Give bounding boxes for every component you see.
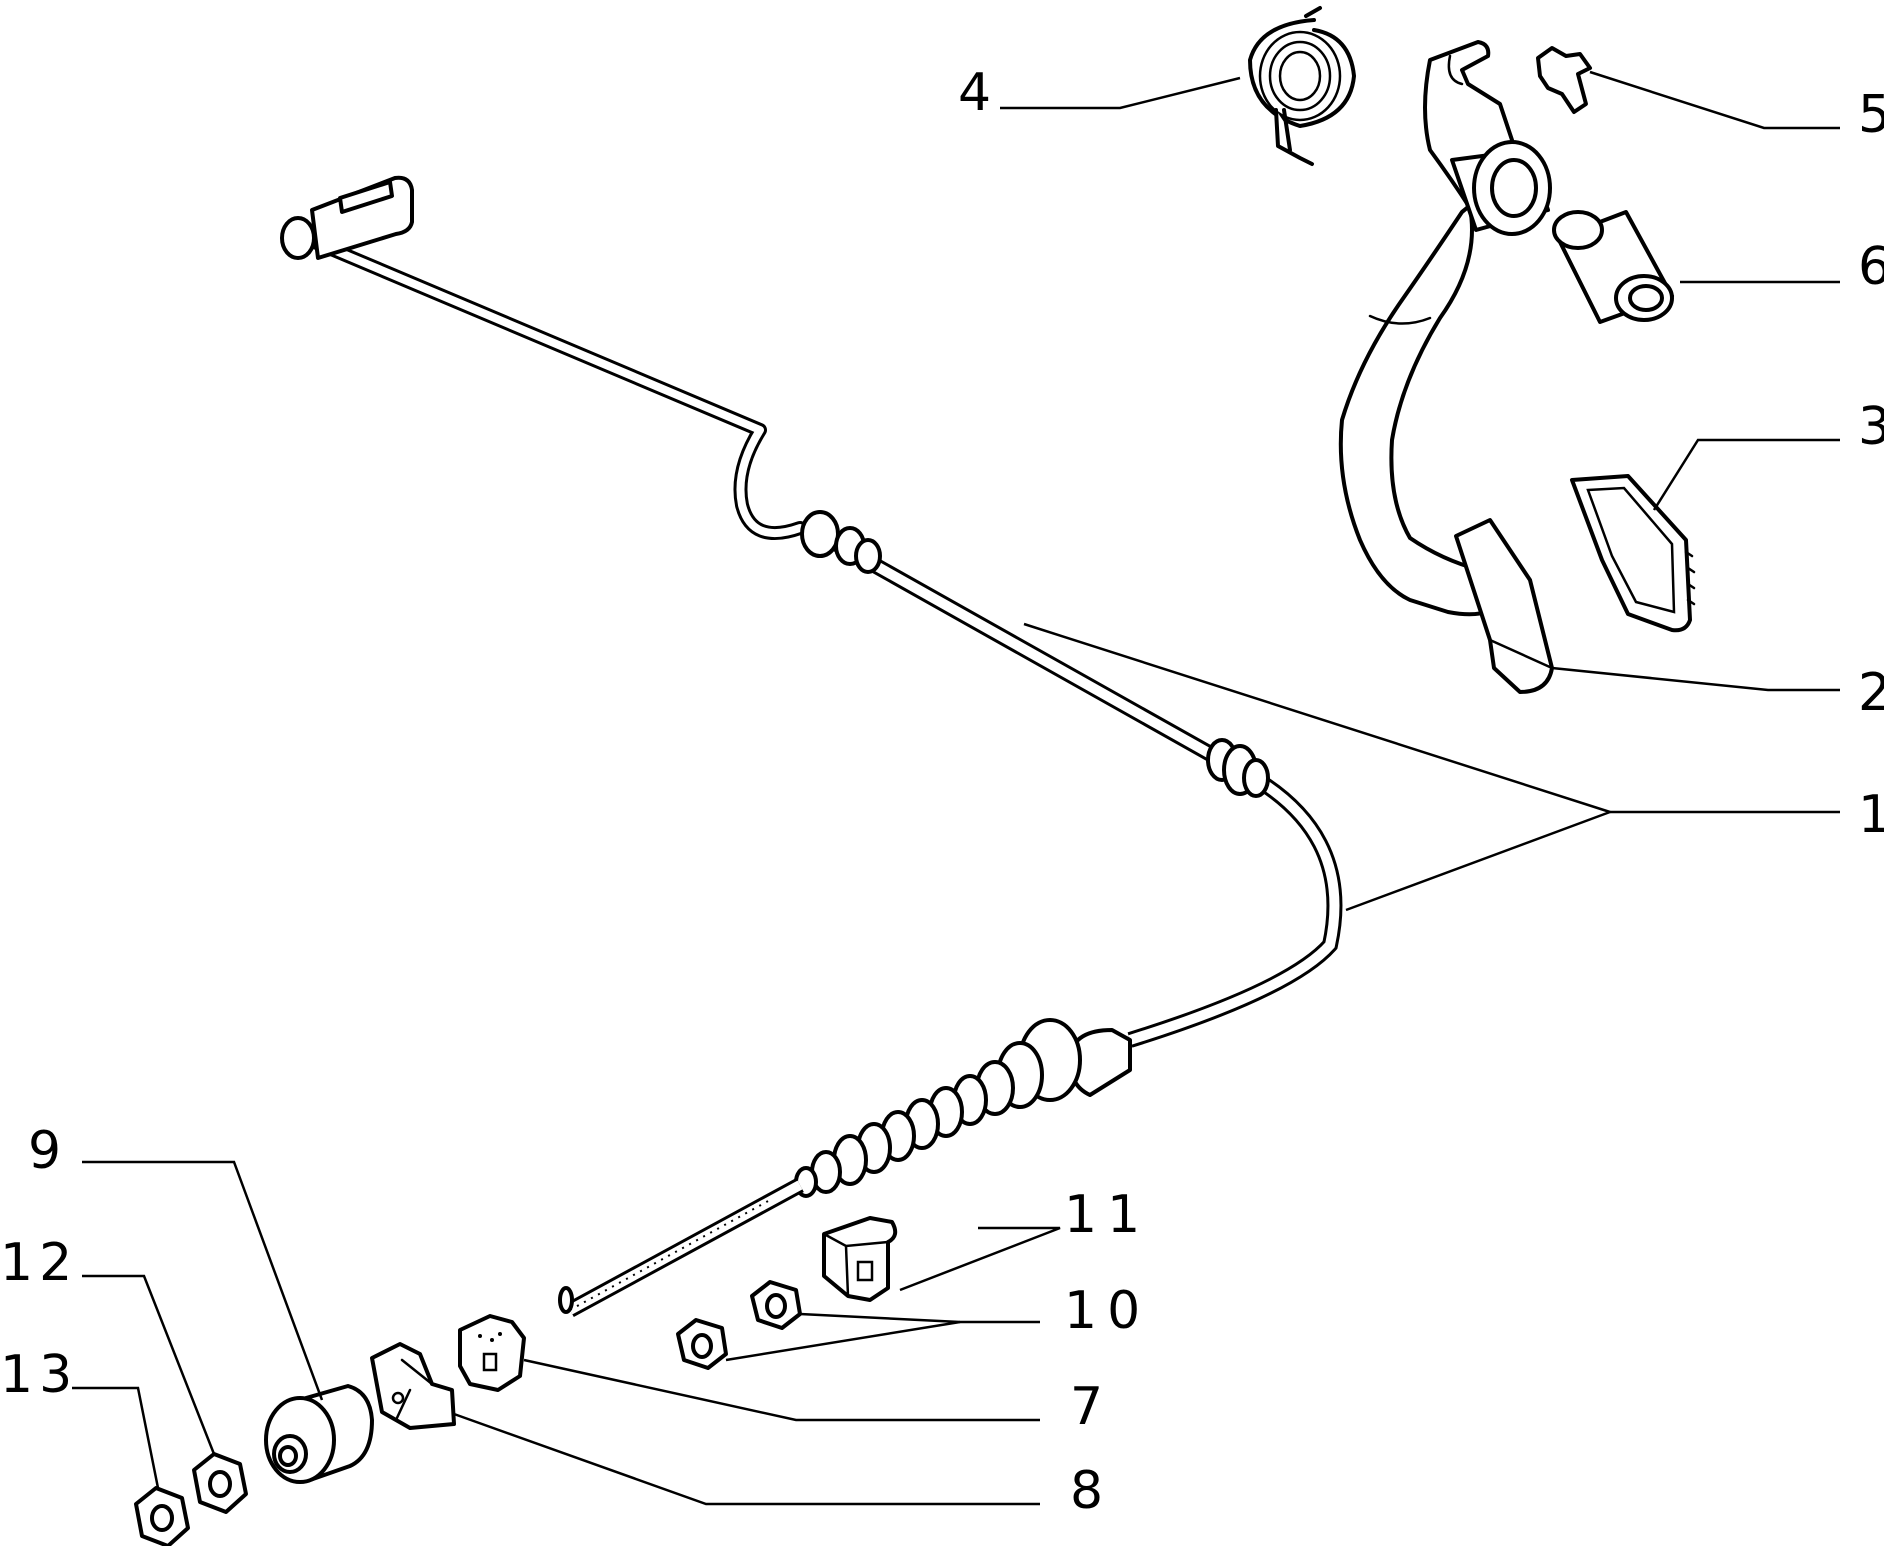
callout-6: 6 (1858, 237, 1884, 297)
callout-3: 3 (1858, 397, 1884, 457)
clutch-cable (280, 175, 1343, 1318)
callout-10: 10 (1064, 1281, 1150, 1341)
cable-end-fitting (280, 175, 414, 260)
cable-bellows (794, 1018, 1132, 1198)
cable-ferrule-upper (800, 510, 882, 574)
cable-retainer-clip (822, 1216, 898, 1302)
callout-8: 8 (1070, 1461, 1103, 1521)
callout-13: 13 (0, 1345, 78, 1405)
cable-bracket-upper (458, 1314, 526, 1392)
pedal-pivot-boss (1450, 140, 1552, 236)
retaining-clip (1536, 46, 1592, 114)
callout-9: 9 (28, 1121, 61, 1181)
callout-12: 12 (0, 1233, 78, 1293)
adjuster-nut-a (192, 1452, 248, 1514)
return-spring (1248, 6, 1356, 166)
lock-nut-upper (750, 1280, 802, 1330)
callout-1: 1 (1858, 785, 1884, 845)
pedal-foot-plate (1454, 518, 1554, 694)
callout-4: 4 (958, 63, 991, 123)
lock-nut-lower (676, 1318, 728, 1370)
adjuster-nut-b (134, 1486, 190, 1546)
pedal-pad (1570, 474, 1696, 633)
pivot-bushing (1552, 210, 1674, 324)
callout-7: 7 (1070, 1377, 1103, 1437)
cable-ferrule-middle (1206, 738, 1270, 798)
leader-lines (72, 70, 1840, 1506)
callout-labels: 1 2 3 4 5 6 7 8 9 10 11 12 13 (0, 63, 1884, 1521)
callout-11: 11 (1064, 1185, 1150, 1245)
callout-2: 2 (1858, 663, 1884, 723)
cable-threaded-rod (558, 1177, 804, 1318)
clutch-pedal (1338, 40, 1554, 694)
callout-5: 5 (1858, 85, 1884, 145)
cable-adjuster-sleeve (264, 1384, 374, 1484)
cable-bracket-lower (370, 1342, 456, 1430)
